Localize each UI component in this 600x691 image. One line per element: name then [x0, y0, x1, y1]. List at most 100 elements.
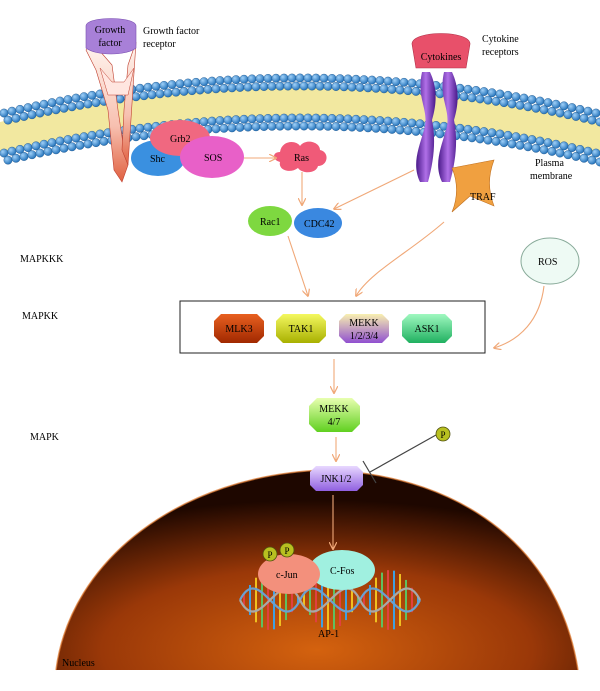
phospho-label-2: P [267, 550, 272, 560]
sos-protein: SOS [180, 136, 244, 178]
phospholipid-head [355, 83, 365, 92]
phospholipid-head [279, 113, 289, 123]
phospholipid-head [399, 117, 409, 127]
phospholipid-head [219, 83, 229, 93]
phospholipid-head [487, 128, 497, 138]
phospholipid-head [251, 122, 261, 132]
phospholipid-head [187, 86, 197, 96]
phospholipid-head [215, 76, 225, 85]
phospholipid-head [207, 116, 217, 126]
phospholipid-head [595, 157, 600, 167]
phospholipid-head [331, 82, 341, 91]
phospholipid-head [55, 96, 65, 106]
phospholipid-head [35, 108, 45, 118]
phospholipid-head [263, 74, 273, 83]
phospholipid-head [195, 85, 205, 95]
rac1-label: Rac1 [260, 217, 281, 228]
tak1-label: TAK1 [289, 324, 314, 335]
phospholipid-head [355, 123, 365, 132]
phospholipid-head [255, 114, 265, 124]
phospholipid-head [71, 133, 81, 143]
phospholipid-head [463, 124, 473, 134]
mapkkk-level-label: MAPKKK [20, 254, 64, 265]
arrow-rac1-mapkk [287, 235, 308, 296]
jnk-kinase: JNK1/2 [310, 466, 363, 491]
grb2-label: Grb2 [170, 134, 191, 145]
phospholipid-head [359, 115, 369, 125]
cdc42-label: CDC42 [304, 219, 335, 230]
phospholipid-head [327, 74, 337, 83]
mekk-47-label-2: 4/7 [328, 417, 341, 428]
phospholipid-head [395, 85, 405, 95]
phospholipid-head [519, 133, 529, 143]
phospholipid-head [511, 92, 521, 102]
phospholipid-head [339, 82, 349, 92]
mapk-level-label: MAPK [30, 432, 60, 443]
phospholipid-head [587, 115, 597, 125]
phospholipid-head [179, 86, 189, 96]
phospholipid-head [515, 140, 525, 150]
phospholipid-head [403, 86, 413, 96]
phospholipid-head [499, 138, 509, 148]
ros-molecule: ROS [520, 237, 580, 285]
phospholipid-head [147, 90, 157, 100]
phospholipid-head [479, 127, 489, 136]
phospholipid-head [579, 113, 589, 123]
phospholipid-head [91, 138, 101, 148]
phospholipid-head [47, 138, 57, 148]
phospholipid-head [27, 150, 37, 160]
phospholipid-head [347, 82, 357, 92]
phospholipid-head [271, 73, 281, 83]
phospho-label-3: P [284, 546, 289, 556]
phospholipid-head [299, 81, 309, 91]
phospholipid-head [483, 95, 493, 105]
phospholipid-head [139, 91, 149, 101]
phospholipid-head [535, 96, 545, 106]
phospholipid-head [315, 121, 325, 131]
gf-receptor-label-1: Growth factor [143, 26, 200, 37]
phospholipid-head [563, 150, 573, 160]
phospholipid-head [47, 98, 57, 108]
phospholipid-head [387, 84, 397, 94]
phospholipid-head [395, 125, 405, 135]
phospholipid-head [283, 81, 293, 91]
phospholipid-head [379, 124, 389, 134]
phospholipid-head [591, 108, 600, 118]
phospholipid-head [375, 116, 385, 125]
phospholipid-head [459, 132, 469, 142]
phospholipid-head [291, 81, 301, 91]
traf-label: TRAF [470, 192, 496, 203]
phospholipid-head [527, 135, 537, 144]
phospholipid-head [587, 155, 597, 165]
phospholipid-head [415, 119, 425, 129]
phospholipid-head [331, 122, 341, 131]
phospholipid-head [131, 92, 141, 102]
phospholipid-head [379, 84, 389, 94]
phospholipid-head [43, 147, 53, 156]
inhibition-line [369, 434, 437, 473]
phospholipid-head [303, 73, 313, 83]
phospholipid-head [351, 74, 361, 84]
phospholipid-head [523, 102, 533, 112]
phospholipid-head [67, 102, 77, 112]
phospholipid-head [275, 81, 285, 91]
gf-receptor-label-2: receptor [143, 39, 176, 50]
phospholipid-head [463, 84, 473, 94]
phospholipid-head [383, 76, 393, 86]
phospholipid-head [207, 76, 217, 86]
phospholipid-head [295, 113, 305, 123]
phospholipid-head [83, 99, 93, 109]
phospholipid-head [483, 135, 493, 145]
phospholipid-head [571, 112, 581, 121]
phospholipid-head [255, 74, 265, 84]
phospholipid-head [367, 75, 377, 85]
cytokine-receptors-label-2: receptors [482, 47, 519, 58]
phospholipid-head [339, 122, 349, 132]
phospholipid-head [507, 99, 517, 109]
phospholipid-head [359, 75, 369, 85]
phospholipid-head [139, 131, 149, 141]
phospholipid-head [155, 89, 165, 99]
phospholipid-head [219, 123, 229, 133]
phospholipid-head [407, 118, 417, 128]
